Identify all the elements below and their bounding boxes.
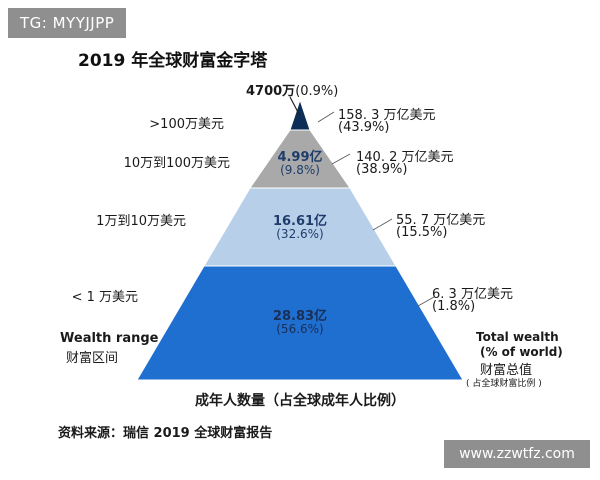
- tier-1-range: >100万美元: [149, 117, 224, 132]
- tier-4-adults: 28.83亿: [272, 309, 328, 324]
- leader-line: [372, 218, 393, 231]
- watermark-bottom-right: www.zzwtfz.com: [444, 440, 590, 468]
- tier-3-range: 1万到10万美元: [96, 214, 186, 229]
- left-axis-title-en: Wealth range: [60, 331, 159, 346]
- tier-4-wealth-pct: (1.8%): [432, 299, 476, 314]
- tier-4: [136, 265, 464, 381]
- left-axis-title-zh: 财富区间: [66, 351, 119, 366]
- leader-line: [331, 153, 351, 165]
- right-axis-title-en2: (% of world): [480, 345, 563, 359]
- x-axis-label: 成年人数量（占全球成年人比例）: [195, 393, 405, 409]
- source-note: 资料来源：瑞信 2019 全球财富报告: [58, 426, 273, 441]
- chart-title: 2019 年全球财富金字塔: [78, 51, 268, 71]
- leader-line: [417, 296, 435, 307]
- tier-4-wealth: 6. 3 万亿美元: [432, 287, 513, 302]
- tier-3-adults: 16.61亿: [272, 214, 328, 229]
- tier-1-adults-label: 4700万(0.9%): [246, 84, 339, 99]
- tier-2-adults: 4.99亿: [277, 150, 323, 165]
- tier-4-range: < 1 万美元: [71, 290, 138, 305]
- apex-pointer-line: [289, 96, 301, 117]
- tier-3-adults-pct: (32.6%): [276, 227, 324, 241]
- watermark-top-left: TG: MYYJJPP: [8, 8, 127, 38]
- tier-3-wealth: 55. 7 万亿美元: [396, 213, 486, 228]
- right-axis-note: ( 占全球财富比例 ): [466, 379, 542, 389]
- tier-2-range: 10万到100万美元: [123, 156, 230, 171]
- tier-3-wealth-pct: (15.5%): [396, 225, 448, 240]
- tier-1-wealth-pct: (43.9%): [338, 120, 390, 135]
- right-axis-title-en: Total wealth: [476, 330, 559, 344]
- tier-2-wealth: 140. 2 万亿美元: [356, 150, 454, 165]
- tier-4-adults-pct: (56.6%): [276, 322, 324, 336]
- tier-1-wealth: 158. 3 万亿美元: [338, 108, 436, 123]
- tier-2-wealth-pct: (38.9%): [356, 162, 408, 177]
- right-axis-title-zh: 财富总值: [480, 363, 533, 378]
- leader-line: [317, 111, 335, 123]
- tier-2-adults-pct: (9.8%): [280, 163, 320, 177]
